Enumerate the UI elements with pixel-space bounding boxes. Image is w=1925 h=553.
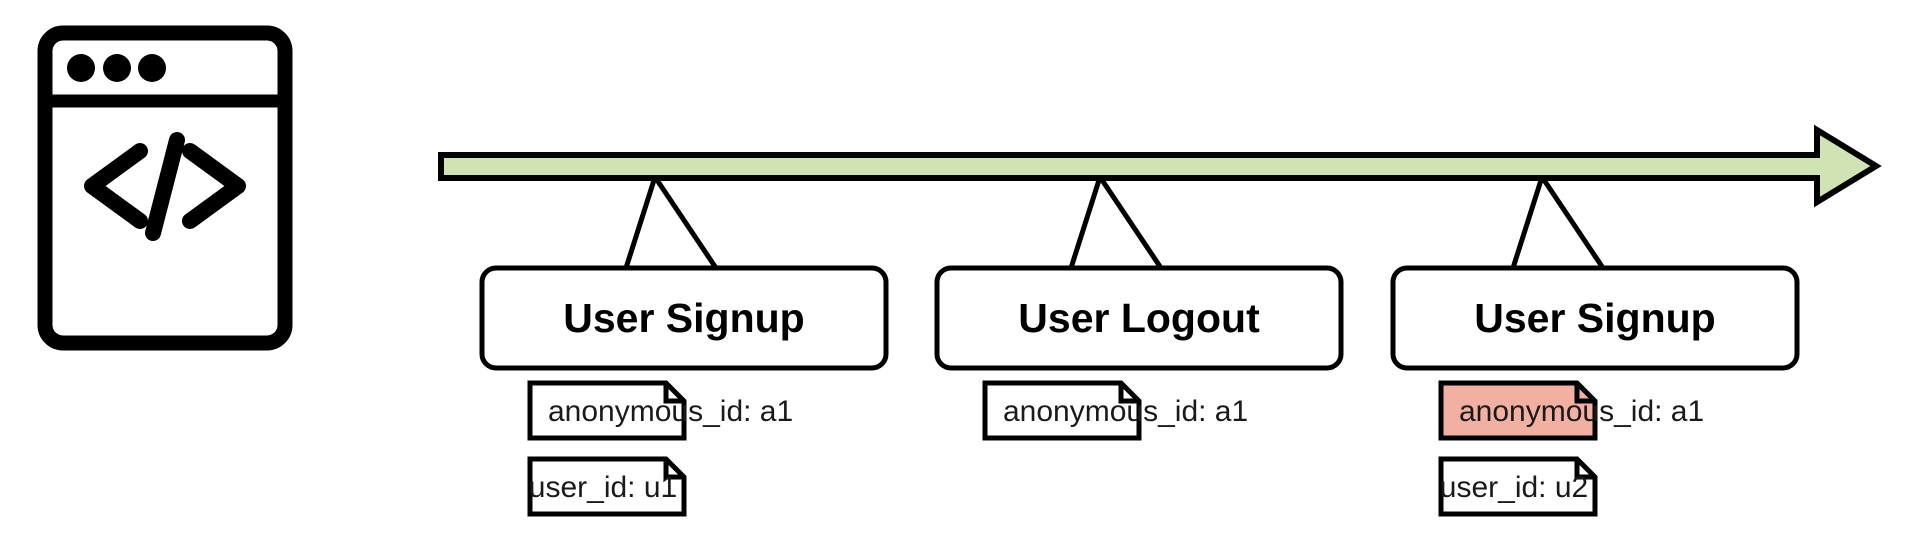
property-note-user-id[interactable]: user_id: u1 (527, 456, 687, 517)
callout-line-left (1510, 176, 1545, 269)
note-shape-highlight (1438, 380, 1598, 441)
event-box[interactable] (1390, 265, 1800, 371)
callout-line-right (652, 175, 719, 270)
note-label: anonymous_id: a1 (1459, 395, 1704, 428)
code-angle-brackets-icon (84, 132, 246, 241)
timeline-arrow-shape (438, 124, 1882, 208)
note-shape (982, 380, 1142, 441)
event-timeline-arrow (438, 124, 1882, 208)
note-label: user_id: u2 (1440, 471, 1588, 504)
event-box[interactable] (934, 265, 1344, 371)
property-note-anonymous-id[interactable]: anonymous_id: a1 (527, 380, 793, 441)
event-group-2[interactable]: User Logout anonymous_id: a1 (934, 265, 1344, 441)
property-note-user-id[interactable]: user_id: u2 (1438, 456, 1598, 517)
note-fold-icon (663, 459, 684, 480)
callout-line-left (623, 176, 658, 269)
note-shape (1438, 456, 1598, 517)
event-group-3[interactable]: User Signup anonymous_id: a1 user_id: u2 (1390, 265, 1800, 517)
note-shape (527, 380, 687, 441)
note-shape (527, 456, 687, 517)
callout-line-right (1097, 175, 1164, 270)
window-dot-icon (67, 54, 95, 82)
note-fold-icon (1574, 383, 1595, 404)
note-label: user_id: u1 (529, 471, 677, 504)
code-window-icon (37, 25, 293, 351)
event-group-1[interactable]: User Signup anonymous_id: a1 user_id: u1 (479, 265, 889, 517)
property-note-anonymous-id-highlighted[interactable]: anonymous_id: a1 (1438, 380, 1704, 441)
note-fold-icon (1574, 459, 1595, 480)
note-fold-icon (663, 383, 684, 404)
callout-line-right (1539, 175, 1606, 270)
note-label: anonymous_id: a1 (548, 395, 793, 428)
note-fold-icon (1118, 383, 1139, 404)
note-label: anonymous_id: a1 (1003, 395, 1248, 428)
callout-connectors (623, 175, 1606, 270)
window-dot-icon (103, 54, 131, 82)
property-note-anonymous-id[interactable]: anonymous_id: a1 (982, 380, 1248, 441)
window-dot-icon (138, 54, 166, 82)
event-box[interactable] (479, 265, 889, 371)
event-label: User Logout (1018, 295, 1260, 341)
event-label: User Signup (563, 295, 804, 341)
callout-line-left (1068, 176, 1103, 269)
event-label: User Signup (1474, 295, 1715, 341)
